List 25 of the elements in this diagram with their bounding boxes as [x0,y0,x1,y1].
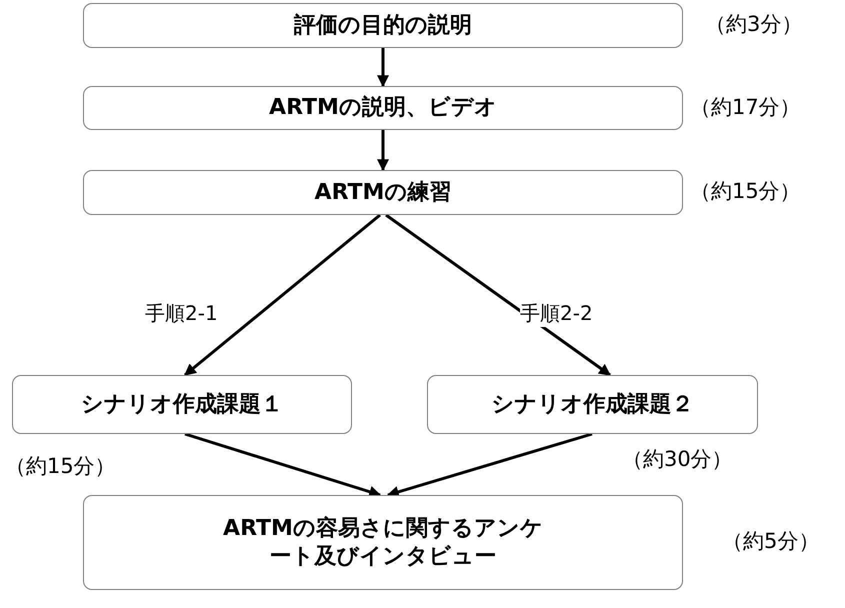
arrow [386,432,592,498]
duration-text: （約15分） [5,453,116,480]
step-label: シナリオ作成課題１ [81,390,283,418]
duration-text: （約17分） [690,94,801,121]
duration-text: （約15分） [690,178,801,205]
arrow [377,130,389,172]
process-box [83,3,683,48]
arrow [184,214,381,376]
step-label: ARTMの説明、ビデオ [269,94,497,122]
process-box [12,375,352,434]
arrow [377,48,389,88]
process-box [427,375,758,434]
duration-text: （約30分） [622,446,733,473]
process-box [83,495,683,590]
duration-text: （約5分） [722,528,820,555]
process-box [83,86,683,130]
edge-label: 手順2-2 [520,300,593,327]
step-label: ARTMの練習 [314,178,452,206]
arrow [385,214,611,376]
duration-text: （約3分） [705,11,802,38]
process-box [83,170,683,215]
step-label: シナリオ作成課題２ [492,390,694,418]
step-label: ARTMの容易さに関するアンケート及びインタビュー [222,515,544,570]
arrow [184,432,382,498]
step-label: 評価の目的の説明 [294,12,472,40]
